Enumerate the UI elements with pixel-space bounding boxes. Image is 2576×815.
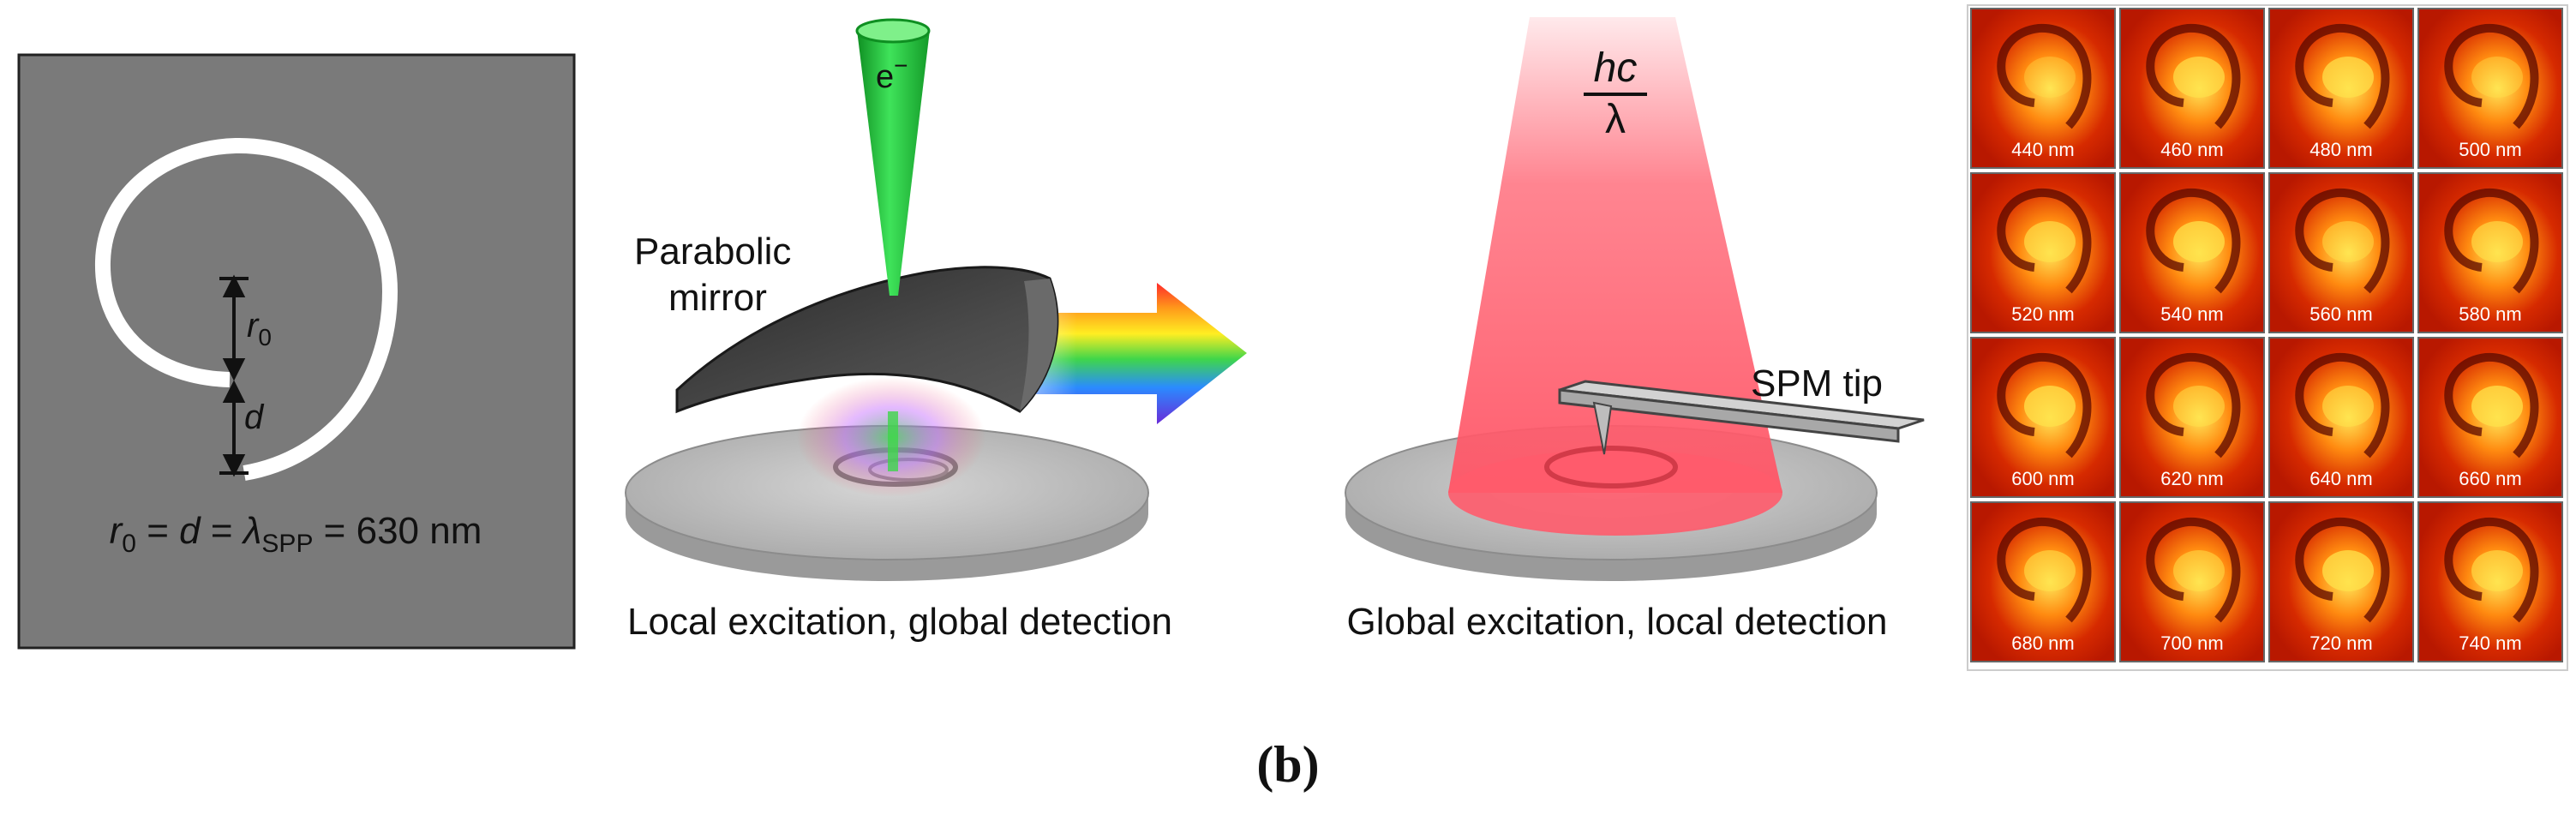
wavelength-label: 480 nm [2309, 139, 2372, 160]
wavelength-label: 600 nm [2011, 468, 2074, 489]
illumination-beam [1448, 17, 1782, 493]
wavelength-label: 720 nm [2309, 632, 2372, 654]
wavelength-map: 540 nm [2119, 172, 2265, 333]
cl-caption: Local excitation, global detection [627, 601, 1172, 643]
wavelength-map: 640 nm [2268, 337, 2414, 498]
wavelength-map: 680 nm [1970, 501, 2116, 662]
cathodoluminescence-schematic: e− Parabolic mirror Local excitation, gl… [625, 18, 1247, 643]
wavelength-map: 480 nm [2268, 8, 2414, 169]
wavelength-label: 700 nm [2160, 632, 2223, 654]
wavelength-map: 600 nm [1970, 337, 2116, 498]
panel-letter: (b) [1256, 736, 1319, 793]
spiral-panel: r0 d r0 = d = λSPP = 630 nm [17, 53, 576, 650]
wavelength-label: 580 nm [2459, 303, 2521, 325]
wavelength-label: 680 nm [2011, 632, 2074, 654]
wavelength-map: 440 nm [1970, 8, 2116, 169]
wavelength-map: 520 nm [1970, 172, 2116, 333]
hc-numerator: hc [1594, 45, 1638, 91]
wavelength-label: 460 nm [2160, 139, 2223, 160]
wavelength-map: 740 nm [2417, 501, 2563, 662]
spiral-equation: r0 = d = λSPP = 630 nm [110, 510, 482, 558]
wavelength-map: 660 nm [2417, 337, 2563, 498]
wavelength-label: 440 nm [2011, 139, 2074, 160]
wavelength-label: 740 nm [2459, 632, 2521, 654]
wavelength-label: 560 nm [2309, 303, 2372, 325]
d-label: d [244, 399, 265, 436]
electron-beam-lower [888, 411, 898, 471]
spiral-groove [1544, 446, 1678, 488]
wavelength-map: 620 nm [2119, 337, 2265, 498]
electron-label: e− [876, 52, 908, 95]
wavelength-map: 500 nm [2417, 8, 2563, 169]
wavelength-map: 580 nm [2417, 172, 2563, 333]
d-arrow [219, 380, 249, 477]
spm-cantilever [1558, 380, 1925, 455]
wavelength-label: 500 nm [2459, 139, 2521, 160]
wavelength-map-grid: 440 nm 460 nm 480 nm 500 nm 520 nm 540 nm 560 … [1967, 4, 2568, 671]
lambda-denominator: λ [1605, 97, 1626, 142]
wavelength-map: 700 nm [2119, 501, 2265, 662]
wavelength-label: 540 nm [2160, 303, 2223, 325]
spm-tip-label: SPM tip [1751, 363, 1883, 405]
wavelength-label: 660 nm [2459, 468, 2521, 489]
r0-arrow [219, 274, 249, 381]
spiral-slit [94, 137, 398, 481]
wavelength-label: 520 nm [2011, 303, 2074, 325]
near-field-schematic: hc λ SPM tip Global excitation, local de… [1345, 17, 1925, 643]
wavelength-map: 460 nm [2119, 8, 2265, 169]
r0-label: r0 [247, 307, 272, 351]
wavelength-label: 620 nm [2160, 468, 2223, 489]
wavelength-map: 560 nm [2268, 172, 2414, 333]
electron-beam [857, 30, 930, 296]
wavelength-label: 640 nm [2309, 468, 2372, 489]
spiral-background [17, 53, 576, 650]
mirror-label: Parabolic mirror [634, 231, 802, 319]
wavelength-map: 720 nm [2268, 501, 2414, 662]
snom-caption: Global excitation, local detection [1346, 601, 1887, 643]
